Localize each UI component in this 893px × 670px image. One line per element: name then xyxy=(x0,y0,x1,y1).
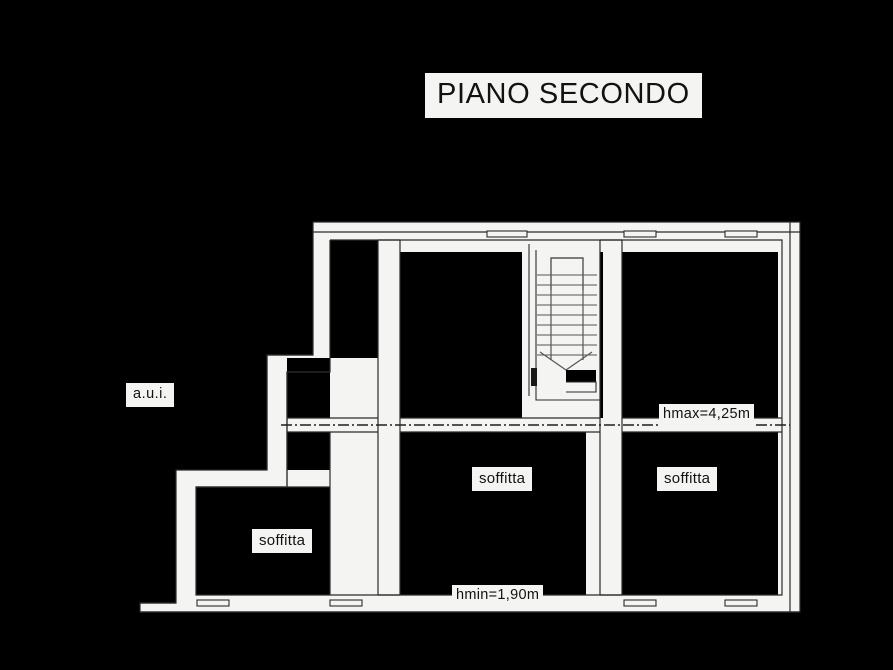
void-lower-right xyxy=(622,432,778,595)
page-title: PIANO SECONDO xyxy=(425,73,702,118)
window-bottom-right-2 xyxy=(724,599,758,607)
void-stair-right-gap xyxy=(600,252,603,418)
staircase-lower-enclosure-inner xyxy=(566,381,597,393)
staircase-handrail xyxy=(550,257,584,290)
adjacent-unit-label: a.u.i. xyxy=(126,383,175,407)
staircase-group xyxy=(527,244,600,401)
staircase-lower-enclosure xyxy=(535,392,600,401)
window-bottom-left-2 xyxy=(329,599,363,607)
window-top-center xyxy=(486,230,528,238)
staircase-shaft xyxy=(527,248,599,394)
room-void-group xyxy=(196,240,778,595)
room-label-soffitta-left: soffitta xyxy=(252,529,313,553)
window-bottom-left-1 xyxy=(196,599,230,607)
void-upper-right xyxy=(622,252,778,418)
void-lower-left-upper xyxy=(287,432,330,470)
window-bottom-right-1 xyxy=(623,599,657,607)
window-top-right-2 xyxy=(724,230,758,238)
window-group xyxy=(196,230,758,607)
staircase-landing-marker xyxy=(566,370,596,382)
paper-fill-top-strip xyxy=(313,222,800,232)
void-upper-left xyxy=(287,240,378,418)
void-upper-center xyxy=(400,252,522,418)
staircase-door-leaf xyxy=(531,368,537,386)
hmin-dimension-label: hmin=1,90m xyxy=(452,585,544,607)
hmax-dimension-label: hmax=4,25m xyxy=(659,404,755,426)
window-top-right-1 xyxy=(623,230,657,238)
room-label-soffitta-center: soffitta xyxy=(472,467,533,491)
staircase-treads xyxy=(537,274,597,356)
wall-group xyxy=(139,221,801,613)
room-label-soffitta-right: soffitta xyxy=(657,467,718,491)
void-lower-center xyxy=(400,432,586,595)
